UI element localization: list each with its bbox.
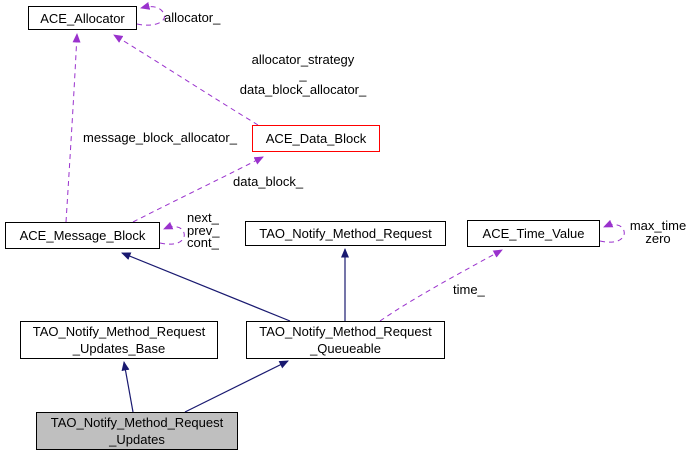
node-ace-allocator[interactable]: ACE_Allocator xyxy=(28,6,137,30)
node-label: TAO_Notify_Method_Request xyxy=(32,324,206,339)
edge-label-line: next_ xyxy=(187,210,219,225)
edge-label-line: max_time xyxy=(629,218,687,233)
edge-updates-to-updates-base xyxy=(121,361,134,413)
edge-label-data-block: data_block_ xyxy=(233,174,304,189)
edge-label-line: allocator_strategy xyxy=(251,52,355,67)
edge-updates-to-queueable xyxy=(184,360,289,413)
node-updates-base[interactable]: TAO_Notify_Method_Request _Updates_Base xyxy=(20,321,218,359)
edge-message-block-allocator xyxy=(65,33,81,223)
edge-queueable-to-message-block xyxy=(121,252,291,322)
edge-time-value-self-loop xyxy=(599,219,625,243)
edge-label-line: prev_ xyxy=(187,222,220,238)
edge-data-block xyxy=(132,156,264,223)
edge-data-block-to-allocator xyxy=(113,34,259,126)
edge-label-message-block-allocator: message_block_allocator_ xyxy=(83,130,237,145)
node-label: ACE_Data_Block xyxy=(265,131,367,146)
edge-label-allocator: allocator_ xyxy=(164,10,221,25)
edge-label-max-time-zero: max_time zero xyxy=(629,218,687,246)
edge-label-line: data_block_allocator_ xyxy=(239,82,367,97)
edge-label-line: zero xyxy=(645,230,671,246)
node-label: TAO_Notify_Method_Request xyxy=(259,324,432,339)
edge-label-allocator-strategy: allocator_strategy _ data_block_allocato… xyxy=(240,52,366,97)
edge-label-next-prev-cont: next_ prev_ cont_ xyxy=(187,210,220,250)
node-ace-message-block[interactable]: ACE_Message_Block xyxy=(5,222,160,249)
edge-label-line: _ xyxy=(299,67,307,82)
node-label: TAO_Notify_Method_Request xyxy=(50,415,224,430)
edge-label-time: time_ xyxy=(453,282,485,297)
node-label: _Updates_Base xyxy=(72,341,166,356)
node-label: ACE_Message_Block xyxy=(19,228,146,243)
edge-label-line: cont_ xyxy=(187,235,219,250)
node-label: _Updates xyxy=(109,432,165,447)
node-label: TAO_Notify_Method_Request xyxy=(259,226,432,241)
node-label: _Queueable xyxy=(310,341,381,356)
node-label: ACE_Allocator xyxy=(40,10,125,26)
node-updates[interactable]: TAO_Notify_Method_Request _Updates xyxy=(36,412,238,450)
node-tao-notify-method-request[interactable]: TAO_Notify_Method_Request xyxy=(245,221,446,246)
edge-message-block-self-loop xyxy=(159,221,185,245)
edge-allocator-self-loop xyxy=(136,2,165,26)
node-ace-data-block[interactable]: ACE_Data_Block xyxy=(252,125,380,152)
node-ace-time-value[interactable]: ACE_Time_Value xyxy=(467,220,600,247)
node-label: ACE_Time_Value xyxy=(482,226,585,241)
node-queueable[interactable]: TAO_Notify_Method_Request _Queueable xyxy=(246,321,445,359)
